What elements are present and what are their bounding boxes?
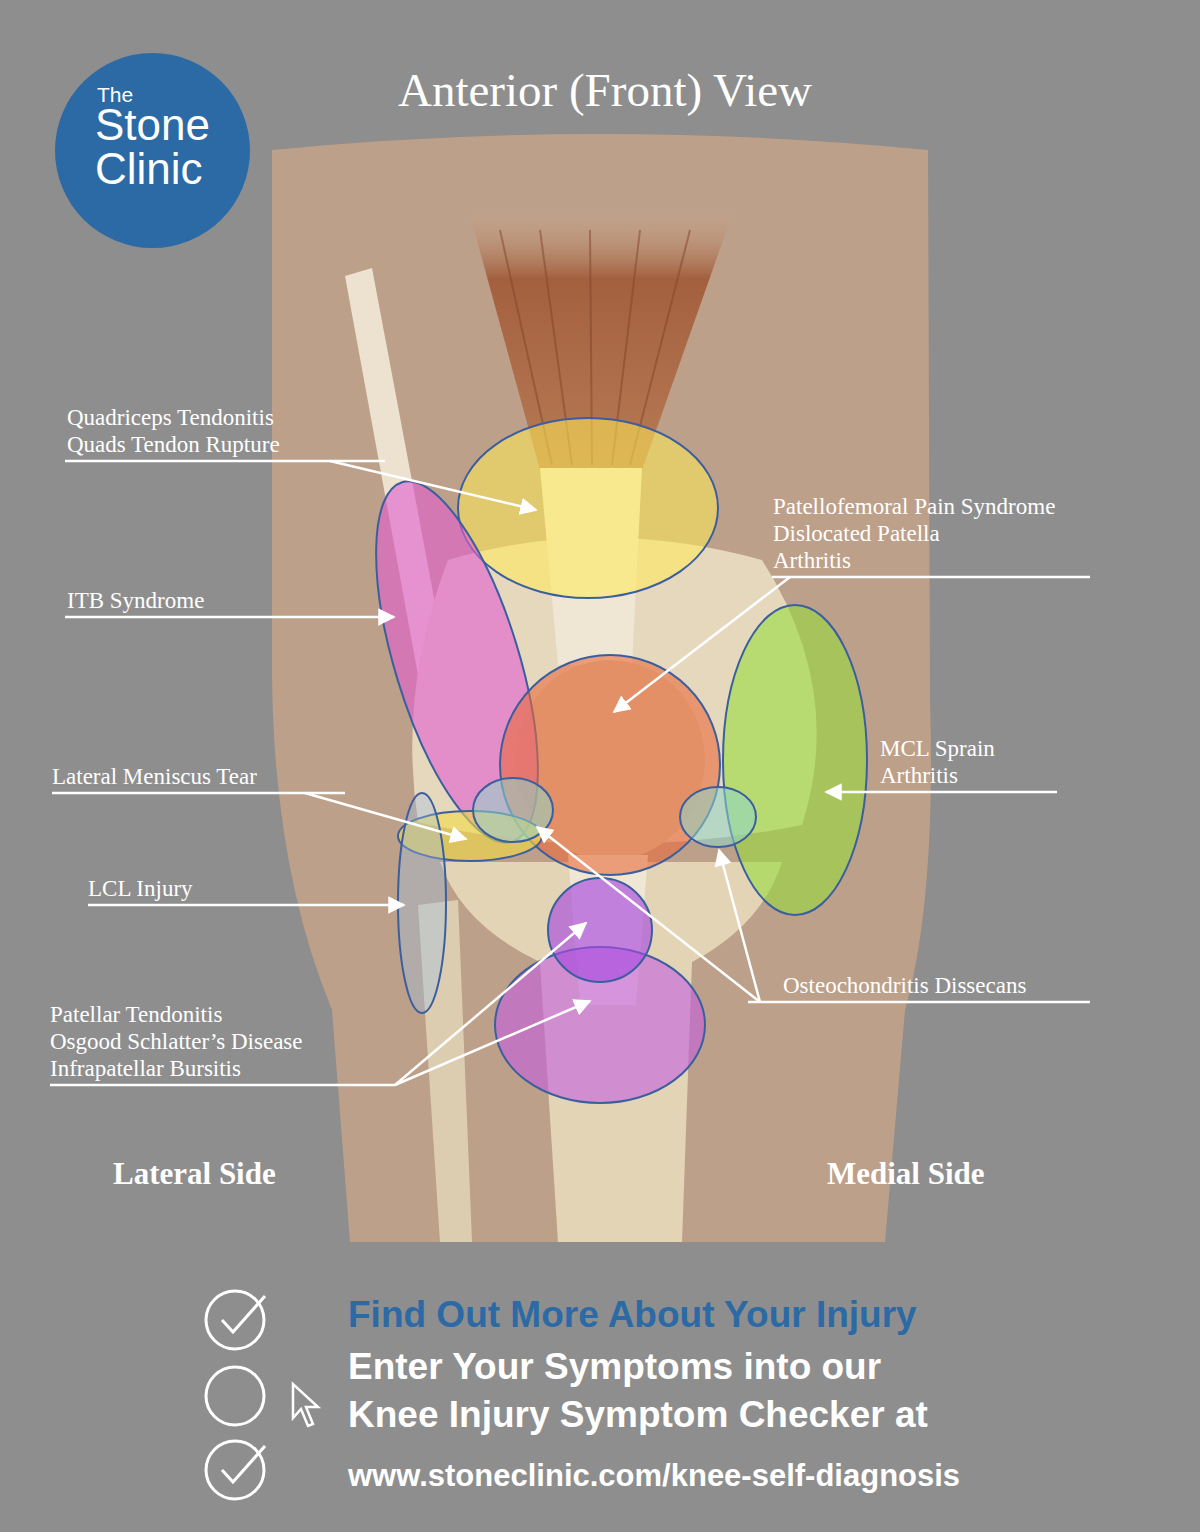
skin [272,134,931,1242]
leader-arrow [305,793,466,839]
leader-arrow [826,791,1057,794]
condition-label: LCL Injury [88,875,193,902]
underline [772,576,1090,579]
tendon-zone [548,878,652,982]
check-mark [222,1446,265,1482]
ocd-zone [680,787,756,847]
tibia [440,862,782,1242]
leader-arrow [65,616,394,619]
logo-text: Stone Clinic [95,103,235,191]
leg-outline [272,134,931,1242]
injury-zones [343,418,867,1103]
condition-label: Quadriceps Tendonitis [67,404,274,431]
leader-arrow [88,904,404,907]
logo-circle: TheStone Clinic [55,53,250,248]
side-label: Lateral Side [113,1155,276,1193]
underline [50,1084,395,1087]
itb-zone [343,464,572,860]
url-text: www.stoneclinic.com/knee-self-diagnosis [348,1457,960,1495]
leader-arrow [719,850,760,1002]
condition-label: Lateral Meniscus Tear [52,763,257,790]
condition-label: Osteochondritis Dissecans [783,972,1026,999]
condition-label: Patellofemoral Pain Syndrome [773,493,1055,520]
ocd-zone [473,778,553,842]
leader-arrow [614,577,790,712]
leader-arrow [395,923,586,1085]
cursor-icon [293,1384,318,1426]
underline [52,792,345,795]
side-label: Medial Side [827,1155,985,1193]
check-circle [206,1291,264,1349]
leader-lines [50,461,1090,1085]
checklist-icons [206,1291,318,1499]
condition-label: Dislocated Patella [773,520,940,547]
leader-arrow [537,827,760,1002]
cta-text: Enter Your Symptoms into our Knee Injury… [348,1343,963,1439]
quadriceps-zone [458,418,718,598]
condition-label: Arthritis [880,762,958,789]
condition-label: Patellar Tendonitis [50,1001,222,1028]
leader-arrow [395,1001,590,1085]
leader-arrow [330,461,536,510]
check-circle [206,1441,264,1499]
empty-circle [206,1367,264,1425]
condition-label: Infrapatellar Bursitis [50,1055,241,1082]
underline [748,1001,1090,1004]
condition-label: ITB Syndrome [67,587,204,614]
condition-label: MCL Sprain [880,735,995,762]
mcl-zone [723,605,867,915]
cta-heading: Find Out More About Your Injury [348,1293,917,1337]
check-mark [222,1296,265,1332]
condition-label: Quads Tendon Rupture [67,431,280,458]
logo-circle-fill [55,53,250,248]
condition-label: Arthritis [773,547,851,574]
condition-label: Osgood Schlatter’s Disease [50,1028,303,1055]
